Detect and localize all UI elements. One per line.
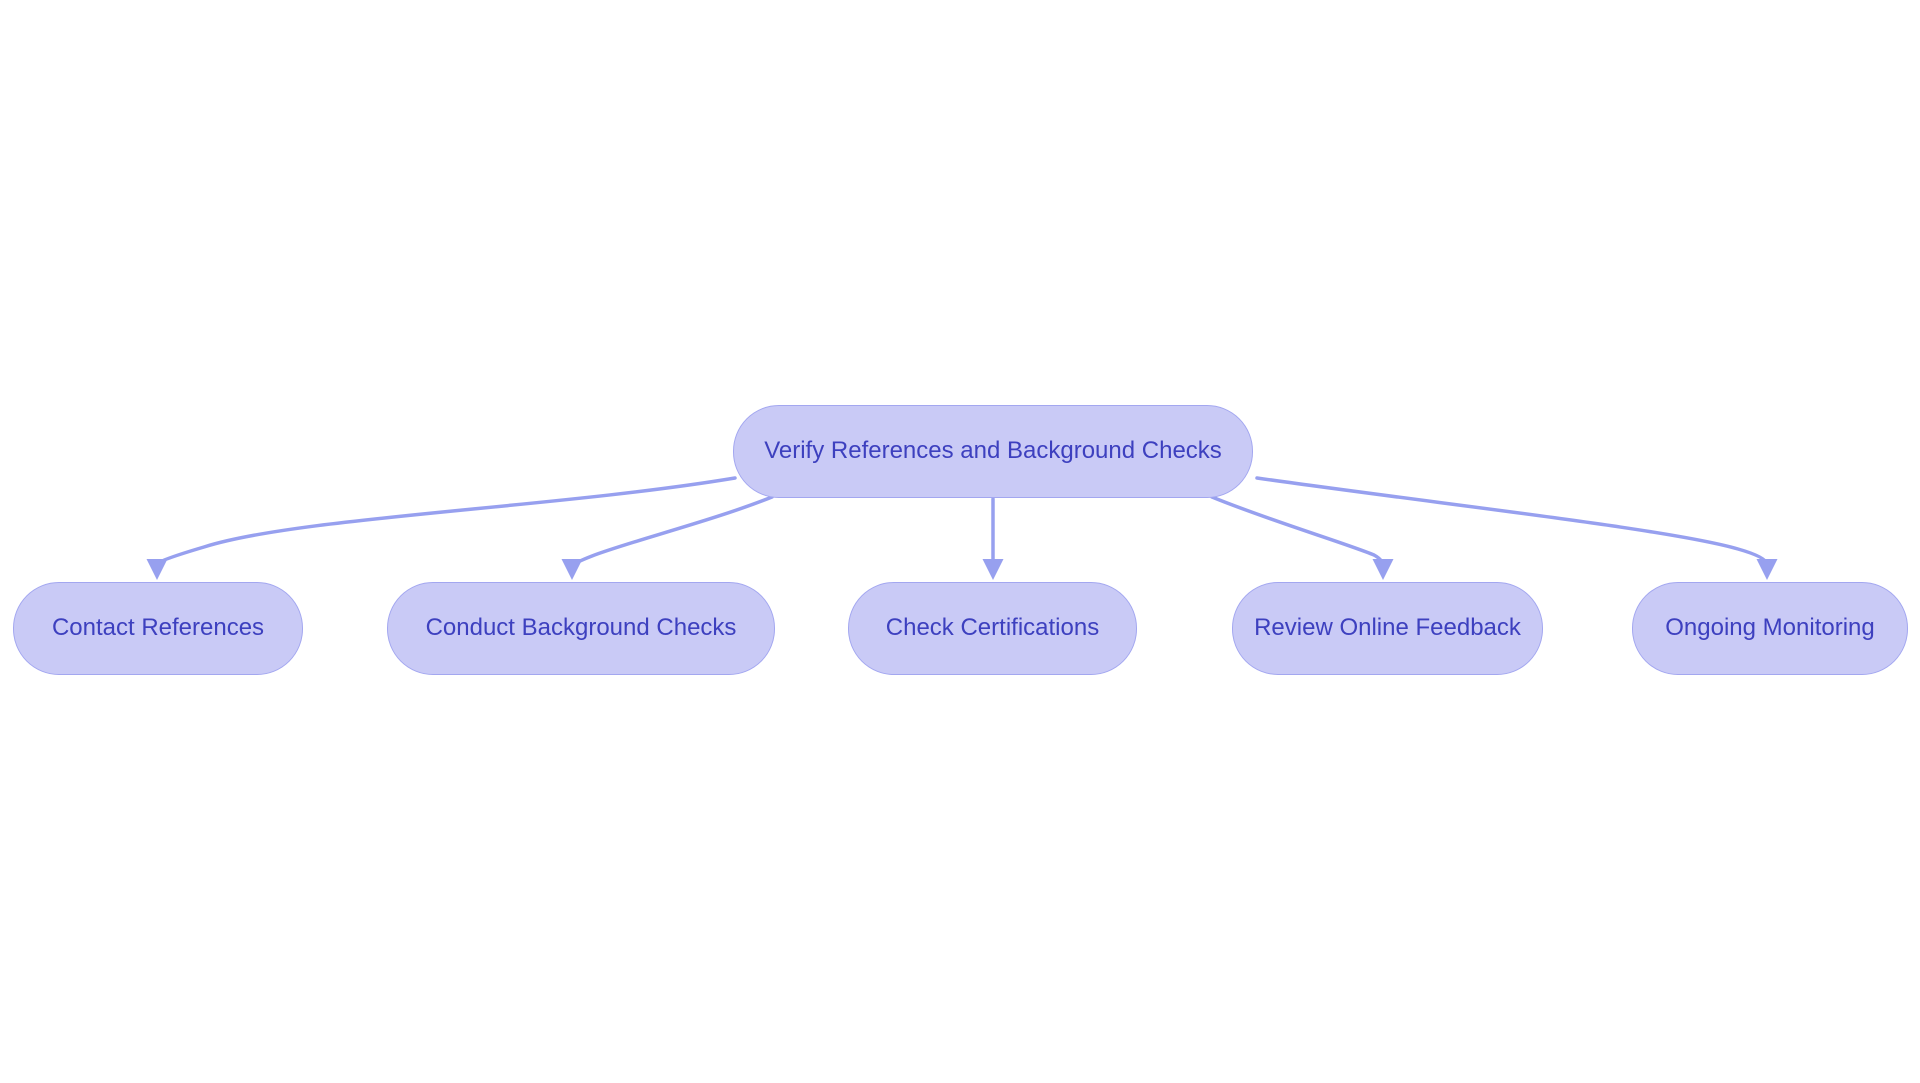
edge-root-to-review-online-feedback [1210, 495, 1385, 568]
edge-arrowhead-icon [982, 559, 1004, 580]
edge-arrowhead-icon [1756, 559, 1778, 580]
node-review-online-feedback: Review Online Feedback [1232, 582, 1543, 675]
node-label: Contact References [51, 614, 265, 642]
node-check-certifications: Check Certifications [848, 582, 1137, 675]
node-label: Verify References and Background Checks [764, 437, 1222, 465]
node-label: Ongoing Monitoring [1665, 614, 1875, 642]
node-ongoing-monitoring: Ongoing Monitoring [1632, 582, 1908, 675]
edge-arrowhead-icon [1372, 559, 1394, 580]
edge-root-to-contact-references [155, 476, 737, 566]
edge-root-to-conduct-background-checks [570, 495, 774, 568]
node-label: Check Certifications [885, 614, 1100, 642]
node-label: Review Online Feedback [1254, 614, 1521, 642]
node-contact-references: Contact References [13, 582, 303, 675]
edge-root-to-ongoing-monitoring [1255, 476, 1769, 566]
node-conduct-background-checks: Conduct Background Checks [387, 582, 775, 675]
edge-arrowhead-icon [146, 559, 168, 580]
node-label: Conduct Background Checks [425, 614, 737, 642]
node-verify-references-and-background-checks: Verify References and Background Checks [733, 405, 1253, 498]
edge-arrowhead-icon [561, 559, 583, 580]
